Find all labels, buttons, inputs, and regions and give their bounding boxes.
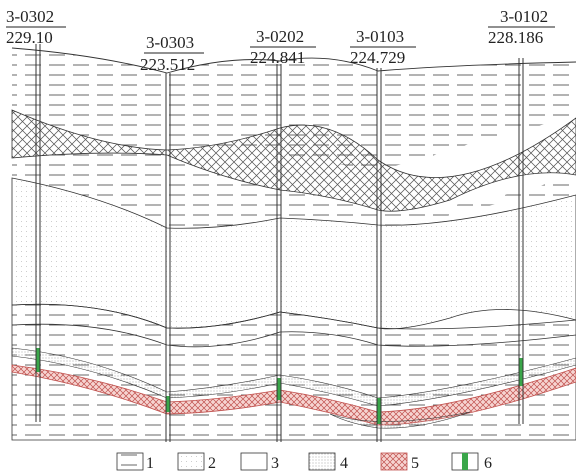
borehole-3-0102 bbox=[518, 58, 524, 424]
legend-item-1: 1 bbox=[116, 452, 154, 472]
svg-text:2: 2 bbox=[208, 455, 216, 472]
svg-text:229.10: 229.10 bbox=[6, 28, 53, 47]
layer-red-crosshatch bbox=[11, 364, 576, 426]
svg-text:5: 5 bbox=[411, 455, 419, 472]
legend: 1 2 3 4 5 6 bbox=[116, 452, 492, 472]
svg-text:6: 6 bbox=[484, 455, 492, 472]
svg-text:223.512: 223.512 bbox=[140, 55, 195, 74]
svg-text:1: 1 bbox=[146, 455, 154, 472]
svg-text:3-0303: 3-0303 bbox=[146, 33, 194, 52]
svg-text:228.186: 228.186 bbox=[488, 28, 543, 47]
borehole-3-0302 bbox=[35, 44, 41, 422]
borehole-3-0103 bbox=[376, 68, 382, 442]
layer-upper-dashed bbox=[12, 48, 576, 168]
borehole-3-0303 bbox=[165, 73, 171, 442]
layer-thin-stipple bbox=[11, 347, 576, 407]
borehole-3-0202 bbox=[276, 64, 282, 442]
layer-mid-dashed bbox=[12, 153, 576, 229]
legend-item-4: 4 bbox=[308, 452, 348, 472]
svg-text:4: 4 bbox=[340, 455, 348, 472]
legend-item-3: 3 bbox=[240, 452, 279, 472]
legend-item-2: 2 bbox=[177, 452, 216, 472]
ground-surface bbox=[11, 47, 576, 74]
svg-text:224.729: 224.729 bbox=[350, 48, 405, 67]
legend-item-5: 5 bbox=[380, 452, 419, 472]
layer-crosshatch-band bbox=[11, 109, 576, 212]
borehole-label-3-0202: 3-0202 224.841 bbox=[250, 27, 316, 67]
boundary-line bbox=[11, 323, 576, 348]
svg-text:224.841: 224.841 bbox=[250, 48, 305, 67]
borehole-label-3-0302: 3-0302 229.10 bbox=[6, 7, 66, 47]
svg-text:3-0102: 3-0102 bbox=[500, 7, 548, 26]
legend-item-6: 6 bbox=[451, 452, 492, 472]
svg-text:3-0103: 3-0103 bbox=[356, 27, 404, 46]
svg-text:3: 3 bbox=[271, 455, 279, 472]
svg-text:3-0302: 3-0302 bbox=[6, 7, 54, 26]
borehole-label-3-0103: 3-0103 224.729 bbox=[350, 27, 416, 67]
borehole-label-3-0102: 3-0102 228.186 bbox=[488, 7, 555, 47]
svg-text:3-0202: 3-0202 bbox=[256, 27, 304, 46]
borehole-label-3-0303: 3-0303 223.512 bbox=[140, 33, 204, 74]
